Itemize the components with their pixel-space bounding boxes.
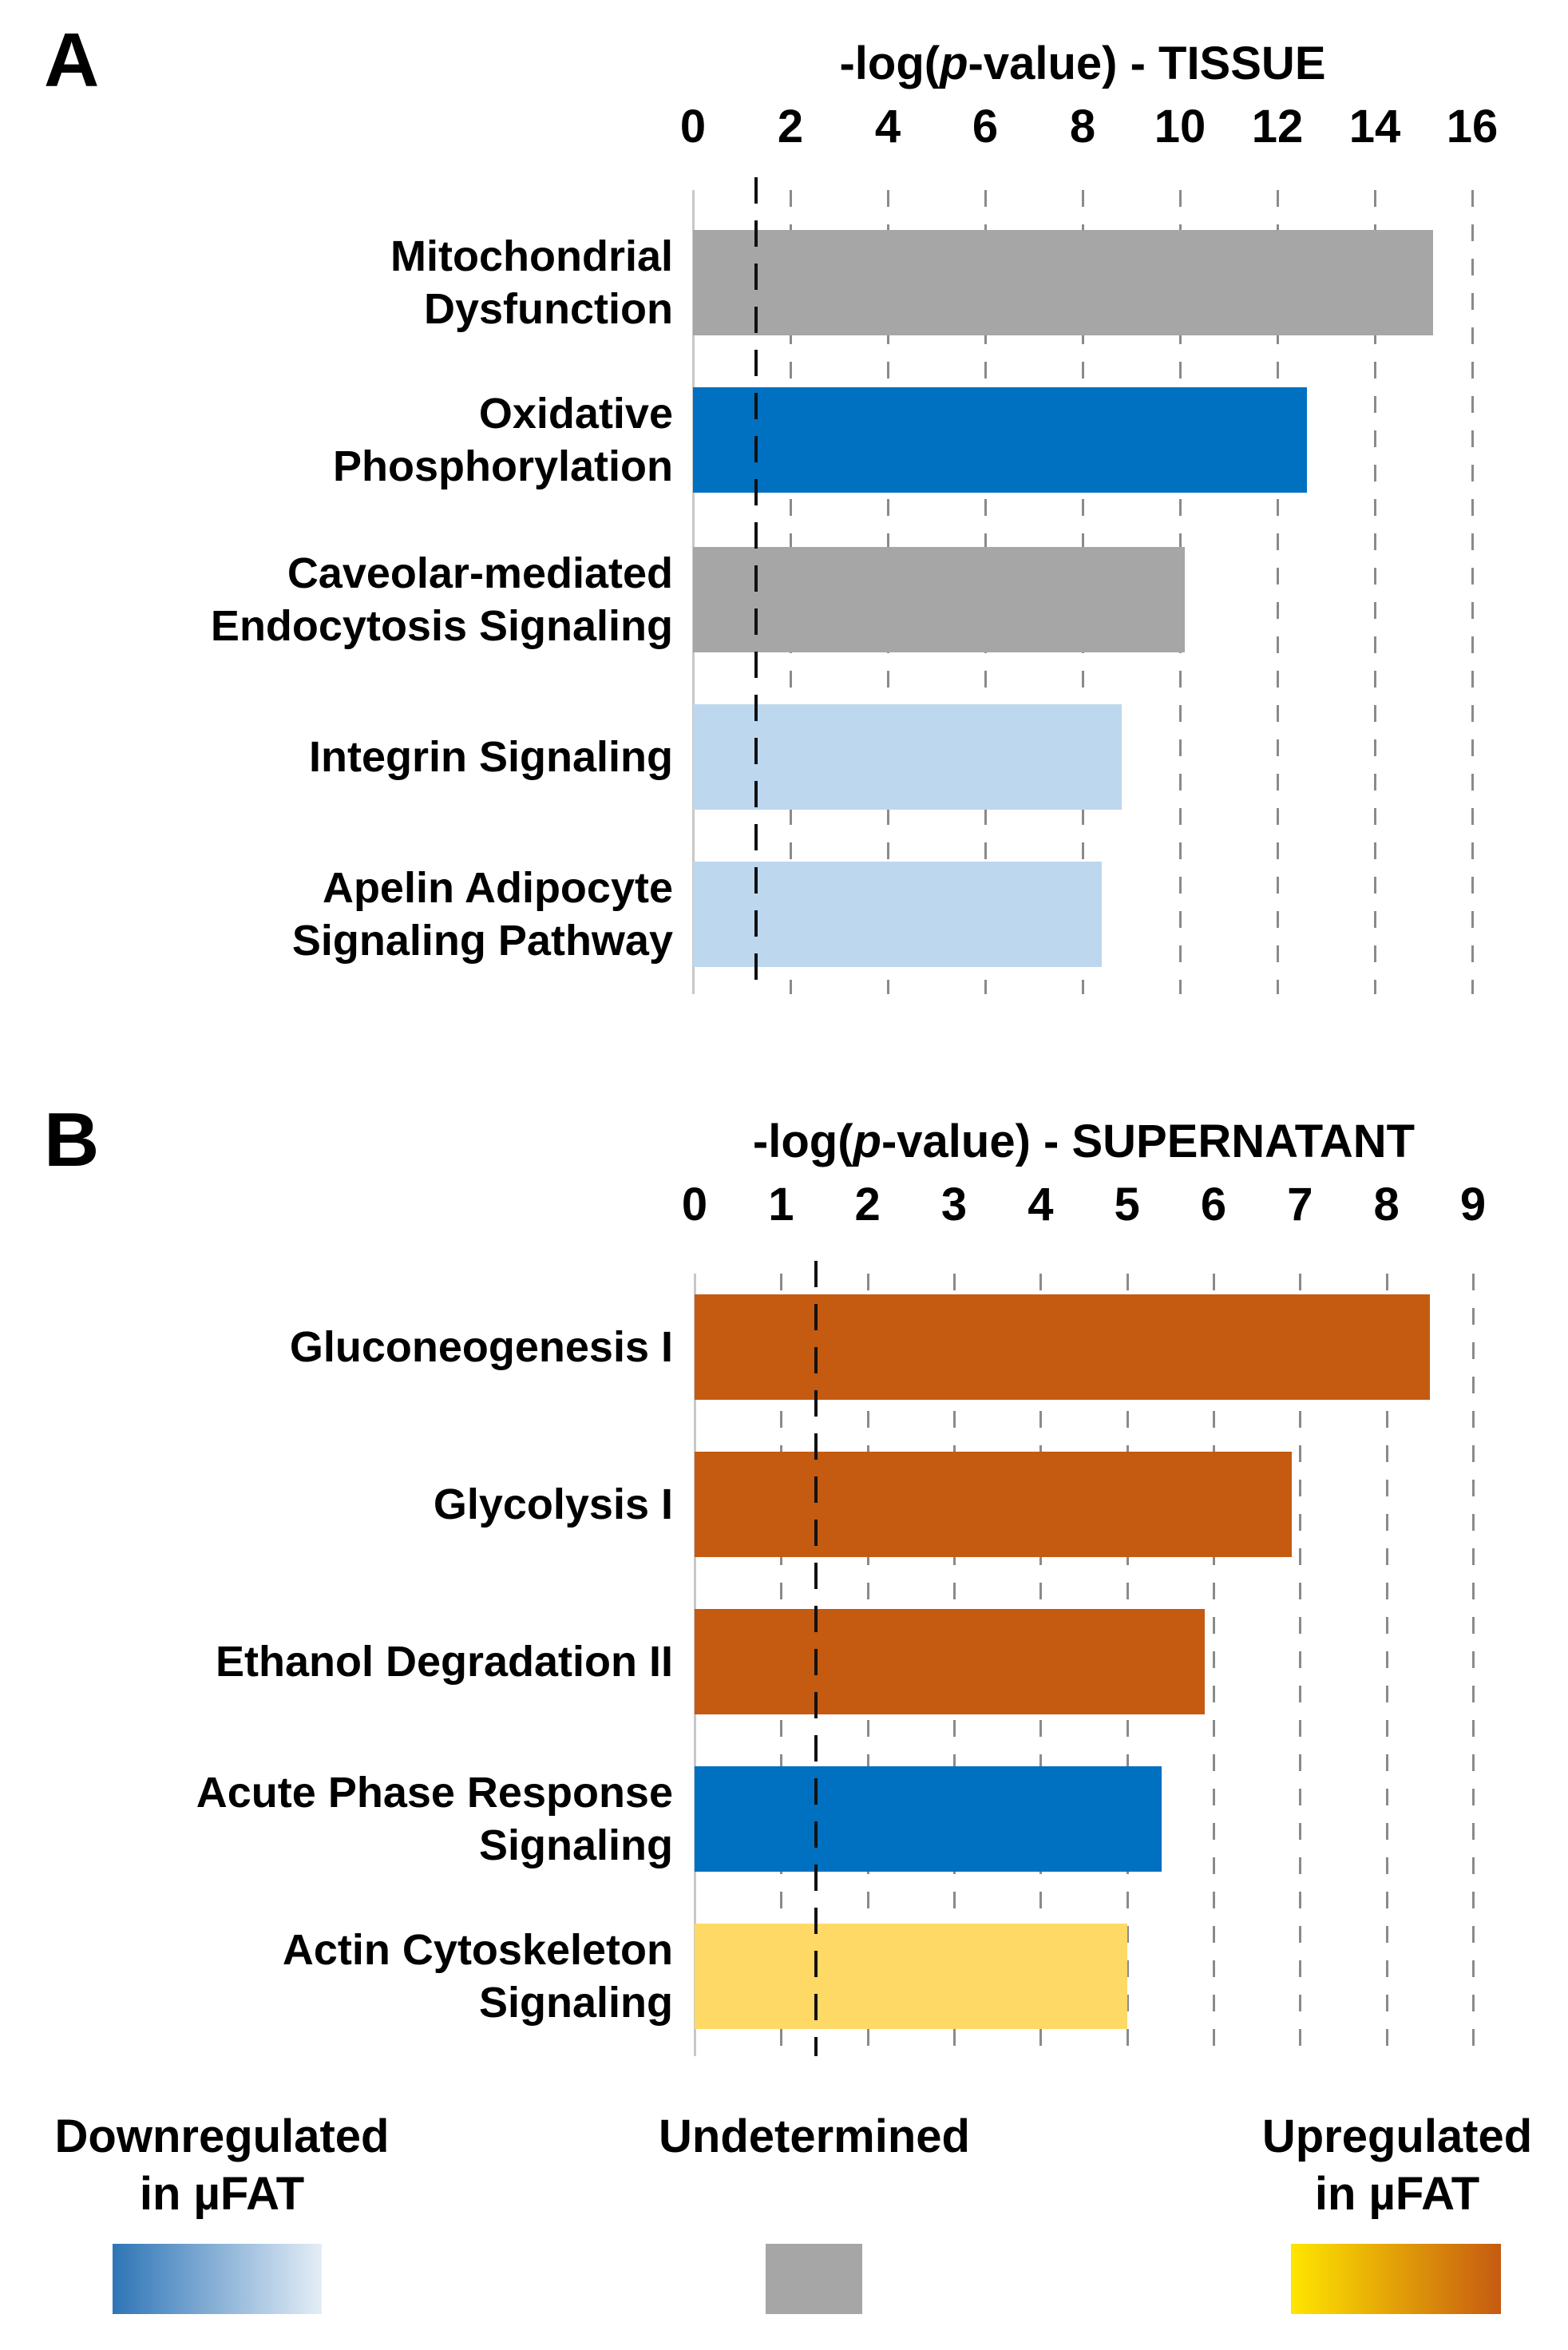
x-tick-label-4: 4 — [1028, 1179, 1054, 1230]
x-tick-label-2: 2 — [854, 1179, 881, 1230]
bar-mitochondrial-dysfunction — [693, 230, 1434, 335]
category-label-line: Endocytosis Signaling — [210, 602, 673, 650]
category-label-line: Apelin Adipocyte — [322, 864, 673, 912]
axis-title-post: -value) - SUPERNATANT — [881, 1116, 1416, 1167]
category-label-line: Dysfunction — [423, 285, 673, 333]
x-tick-label-1: 1 — [768, 1179, 794, 1230]
gridline-x-16 — [1471, 190, 1474, 994]
legend-swatch-upregulated-in-fat — [1291, 2244, 1501, 2314]
category-label-line: Glycolysis I — [433, 1480, 673, 1528]
x-tick-label-6: 6 — [1200, 1179, 1227, 1230]
bar-integrin-signaling — [693, 704, 1122, 810]
legend-label-undetermined: Undetermined — [659, 2108, 970, 2166]
category-label: Gluconeogenesis I — [98, 1321, 673, 1373]
gridline-x-7 — [1299, 1274, 1302, 2056]
legend-label-downregulated-in-fat: Downregulated in µFAT — [55, 2108, 390, 2223]
x-tick-label-12: 12 — [1251, 101, 1304, 153]
category-label-line: Phosphorylation — [332, 442, 673, 490]
x-tick-label-16: 16 — [1446, 101, 1499, 153]
category-label-line: Signaling Pathway — [291, 917, 673, 965]
category-label-line: Caveolar-mediated — [287, 549, 673, 597]
axis-title-pre: -log( — [752, 1116, 853, 1167]
category-label-line: Signaling — [479, 1979, 673, 2027]
legend-label-upregulated-in-fat: Upregulated in µFAT — [1262, 2108, 1532, 2223]
bar-glycolysis-i — [695, 1452, 1292, 1557]
category-label-line: Signaling — [479, 1821, 673, 1869]
legend-swatch-undetermined — [766, 2244, 862, 2314]
legend-label-line: Downregulated — [54, 2110, 390, 2162]
category-label-line: Oxidative — [478, 390, 673, 438]
category-label-line: Actin Cytoskeleton — [282, 1926, 673, 1974]
bar-gluconeogenesis-i — [695, 1294, 1430, 1400]
legend-label-line: Undetermined — [659, 2110, 970, 2162]
category-label-line: Gluconeogenesis I — [289, 1323, 673, 1371]
significance-threshold-line — [814, 1261, 818, 2056]
significance-threshold-line — [754, 177, 758, 994]
axis-title-post: -value) - TISSUE — [968, 38, 1326, 89]
x-tick-label-8: 8 — [1373, 1179, 1400, 1230]
gridline-x-14 — [1374, 190, 1376, 994]
category-label: Integrin Signaling — [98, 731, 673, 783]
x-tick-label-3: 3 — [940, 1179, 968, 1230]
x-tick-label-6: 6 — [972, 101, 999, 153]
panel-label-a: A — [44, 18, 100, 103]
bar-ethanol-degradation-ii — [695, 1609, 1206, 1714]
bar-actin-cytoskeleton-signaling — [695, 1924, 1127, 2029]
x-tick-label-0: 0 — [681, 1179, 708, 1230]
legend-label-line: Upregulated — [1261, 2110, 1533, 2162]
x-tick-label-4: 4 — [874, 101, 901, 153]
gridline-x-12 — [1277, 190, 1279, 994]
gridline-x-6 — [1213, 1274, 1215, 2056]
bar-caveolar-mediated-endocytosis-signaling — [693, 547, 1186, 652]
x-tick-label-5: 5 — [1114, 1179, 1140, 1230]
legend-swatch-downregulated-in-fat — [113, 2244, 322, 2314]
axis-title-b: -log(p-value) - SUPERNATANT — [753, 1115, 1415, 1168]
x-tick-label-9: 9 — [1459, 1179, 1487, 1230]
x-tick-label-2: 2 — [777, 101, 804, 153]
bar-oxidative-phosphorylation — [693, 387, 1307, 493]
category-label-line: Acute Phase Response — [196, 1769, 673, 1817]
bar-acute-phase-response-signaling — [695, 1766, 1162, 1872]
category-label-line: Ethanol Degradation II — [215, 1638, 673, 1686]
bar-apelin-adipocyte-signaling-pathway — [693, 862, 1103, 967]
gridline-x-9 — [1472, 1274, 1475, 2056]
category-label-line: Integrin Signaling — [309, 733, 673, 781]
legend-label-line: in µFAT — [1314, 2168, 1480, 2220]
panel-label-b: B — [44, 1097, 100, 1183]
gridline-x-8 — [1385, 1274, 1388, 2056]
x-tick-label-7: 7 — [1287, 1179, 1313, 1230]
x-tick-label-14: 14 — [1348, 101, 1401, 153]
x-tick-label-10: 10 — [1154, 101, 1206, 153]
x-tick-label-8: 8 — [1069, 101, 1096, 153]
axis-title-a: -log(p-value) - TISSUE — [839, 37, 1325, 90]
axis-title-p-italic: p — [940, 38, 968, 89]
axis-title-p-italic: p — [853, 1116, 881, 1167]
category-label: Glycolysis I — [98, 1478, 673, 1531]
category-label-line: Mitochondrial — [390, 232, 673, 280]
x-tick-label-0: 0 — [679, 101, 707, 153]
legend-label-line: in µFAT — [139, 2168, 305, 2220]
axis-title-pre: -log( — [839, 38, 940, 89]
category-label: Ethanol Degradation II — [98, 1635, 673, 1688]
